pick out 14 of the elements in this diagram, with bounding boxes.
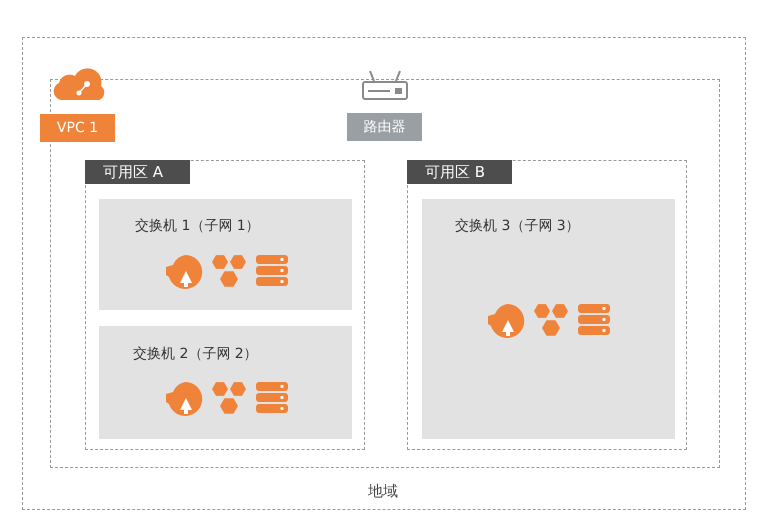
region-label: 地域: [368, 482, 398, 501]
subnet-label: 交换机 2（子网 2）: [133, 345, 258, 363]
zone-boundary: [85, 160, 365, 450]
router-label: 路由器: [347, 113, 422, 141]
zone-label: 可用区 A: [85, 160, 190, 184]
subnet-box: [99, 326, 352, 439]
zone-label: 可用区 B: [407, 160, 512, 184]
region-boundary: [22, 37, 746, 510]
subnet-box: [422, 199, 675, 439]
subnet-box: [99, 199, 352, 310]
vpc-label: VPC 1: [40, 114, 115, 142]
subnet-label: 交换机 3（子网 3）: [455, 217, 580, 235]
zone-boundary: [407, 160, 687, 450]
subnet-label: 交换机 1（子网 1）: [135, 217, 260, 235]
